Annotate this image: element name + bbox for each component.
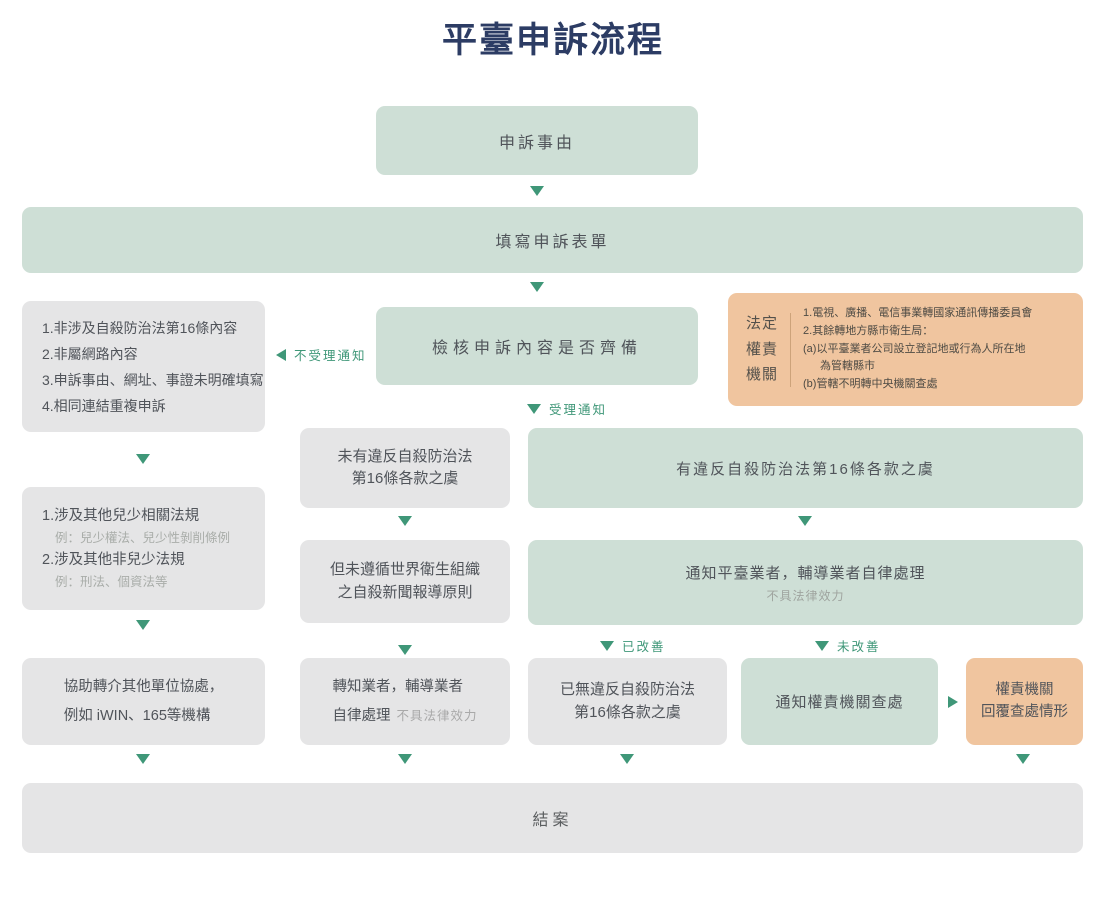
arrow-down-icon <box>527 403 541 414</box>
node-no-more-violation-line2: 第16條各款之虞 <box>574 703 681 721</box>
edge-improved-label: 已改善 <box>622 640 666 654</box>
node-legal-authority: 法定 權責 機關 1.電視、廣播、電信事業轉國家通訊傳播委員會 2.其餘轉地方縣… <box>728 293 1083 406</box>
node-assist-referral-line1: 協助轉介其他單位協處， <box>63 678 224 695</box>
node-notify-platform-note: 不具法律效力 <box>766 588 845 603</box>
legal-authority-title-line2: 權責 <box>746 340 779 358</box>
legal-authority-title-line1: 法定 <box>746 314 779 332</box>
node-no-more-violation: 已無違反自殺防治法 第16條各款之虞 <box>528 658 727 745</box>
node-notify-authority-label: 通知權責機關查處 <box>775 694 904 711</box>
node-not-following-who-line1: 但未遵循世界衛生組織 <box>329 561 480 578</box>
edge-accepted: 受理通知 <box>527 399 607 418</box>
legal-detail-5: (b)管轄不明轉中央機關查處 <box>803 378 938 391</box>
arrow-down-icon <box>398 754 412 764</box>
node-inform-business-note: 不具法律效力 <box>396 708 478 723</box>
node-reject-reasons: 1.非涉及自殺防治法第16條內容 2.非屬網路內容 3.申訴事由、網址、事證未明… <box>22 301 265 432</box>
legal-authority-details: 1.電視、廣播、電信事業轉國家通訊傳播委員會 2.其餘轉地方縣市衛生局： (a)… <box>803 305 1032 394</box>
node-assist-referral: 協助轉介其他單位協處， 例如 iWIN、165等機構 <box>22 658 265 745</box>
arrow-down-icon <box>815 640 829 651</box>
legal-detail-2: 2.其餘轉地方縣市衛生局： <box>803 324 934 337</box>
node-notify-platform: 通知平臺業者，輔導業者自律處理 不具法律效力 <box>528 540 1083 625</box>
node-case-closed-label: 結案 <box>532 812 573 829</box>
edge-improved: 已改善 <box>600 636 666 655</box>
arrow-down-icon <box>620 754 634 764</box>
node-authority-reply-line2: 回覆查處情形 <box>981 703 1068 720</box>
edge-not-improved-label: 未改善 <box>837 640 881 654</box>
other-law-1: 1.涉及其他兒少相關法規 <box>42 507 200 524</box>
edge-not-accepted-label: 不受理通知 <box>294 349 367 363</box>
legal-authority-title: 法定 權責 機關 <box>746 311 778 388</box>
node-notify-platform-main: 通知平臺業者，輔導業者自律處理 <box>685 564 926 582</box>
node-authority-reply-line1: 權責機關 <box>995 681 1054 698</box>
node-notify-authority: 通知權責機關查處 <box>741 658 938 745</box>
legal-detail-3: (a)以平臺業者公司設立登記地或行為人所在地 <box>803 342 1026 355</box>
node-violation-label: 有違反自殺防治法第16條各款之虞 <box>676 460 935 478</box>
reject-reason-4: 4.相同連結重複申訴 <box>42 397 166 414</box>
node-no-violation-line1: 未有違反自殺防治法 <box>337 447 473 465</box>
node-assist-referral-line2: 例如 iWIN、165等機構 <box>63 707 211 724</box>
node-inform-business-line2-main: 自律處理 <box>332 707 391 724</box>
node-no-violation-line2: 第16條各款之虞 <box>351 470 459 487</box>
legal-authority-title-line3: 機關 <box>746 366 779 384</box>
arrow-down-icon <box>136 754 150 764</box>
page-title: 平臺申訴流程 <box>441 21 664 60</box>
node-no-violation: 未有違反自殺防治法 第16條各款之虞 <box>300 428 510 508</box>
node-inform-business: 轉知業者，輔導業者 自律處理不具法律效力 <box>300 658 510 745</box>
node-fill-form: 填寫申訴表單 <box>22 207 1083 273</box>
node-case-closed: 結案 <box>22 783 1083 853</box>
legal-detail-1: 1.電視、廣播、電信事業轉國家通訊傳播委員會 <box>803 306 1033 319</box>
node-not-following-who: 但未遵循世界衛生組織 之自殺新聞報導原則 <box>300 540 510 623</box>
reject-reason-1: 1.非涉及自殺防治法第16條內容 <box>42 319 238 336</box>
arrow-down-icon <box>530 186 544 196</box>
reject-reason-2: 2.非屬網路內容 <box>42 345 138 362</box>
other-law-2: 2.涉及其他非兒少法規 <box>42 551 185 568</box>
other-law-2-example: 例：刑法、個資法等 <box>55 574 168 589</box>
reject-reason-3: 3.申訴事由、網址、事證未明確填寫 <box>42 371 264 388</box>
arrow-down-icon <box>136 620 150 630</box>
node-authority-reply: 權責機關 回覆查處情形 <box>966 658 1083 745</box>
arrow-right-icon <box>948 696 958 708</box>
other-law-1-example: 例：兒少權法、兒少性剝削條例 <box>55 530 231 545</box>
node-fill-form-label: 填寫申訴表單 <box>495 234 610 251</box>
node-check-content: 檢核申訴內容是否齊備 <box>376 307 698 385</box>
arrow-down-icon <box>600 640 614 651</box>
node-complaint-reason-label: 申訴事由 <box>498 134 575 152</box>
arrow-down-icon <box>136 454 150 464</box>
node-not-following-who-line2: 之自殺新聞報導原則 <box>337 583 473 601</box>
arrow-left-icon <box>276 348 286 361</box>
node-inform-business-line2: 自律處理不具法律效力 <box>332 702 477 731</box>
edge-accepted-label: 受理通知 <box>549 403 608 417</box>
arrow-down-icon <box>398 645 412 655</box>
arrow-down-icon <box>798 516 812 526</box>
node-complaint-reason: 申訴事由 <box>376 106 698 175</box>
arrow-down-icon <box>530 282 544 292</box>
node-no-more-violation-line1: 已無違反自殺防治法 <box>559 681 695 698</box>
vertical-divider <box>790 312 792 387</box>
node-check-content-label: 檢核申訴內容是否齊備 <box>431 340 642 357</box>
node-assist-referral-text: 協助轉介其他單位協處， 例如 iWIN、165等機構 <box>64 673 224 731</box>
edge-not-improved: 未改善 <box>815 636 881 655</box>
arrow-down-icon <box>398 516 412 526</box>
node-violation: 有違反自殺防治法第16條各款之虞 <box>528 428 1083 508</box>
node-other-laws: 1.涉及其他兒少相關法規 例：兒少權法、兒少性剝削條例 2.涉及其他非兒少法規 … <box>22 487 265 610</box>
legal-detail-4: 為管轄縣市 <box>820 360 876 373</box>
node-inform-business-line1: 轉知業者，輔導業者 <box>332 678 463 695</box>
edge-not-accepted: 不受理通知 <box>276 345 367 364</box>
arrow-down-icon <box>1016 754 1030 764</box>
node-inform-business-text: 轉知業者，輔導業者 自律處理不具法律效力 <box>332 673 477 731</box>
